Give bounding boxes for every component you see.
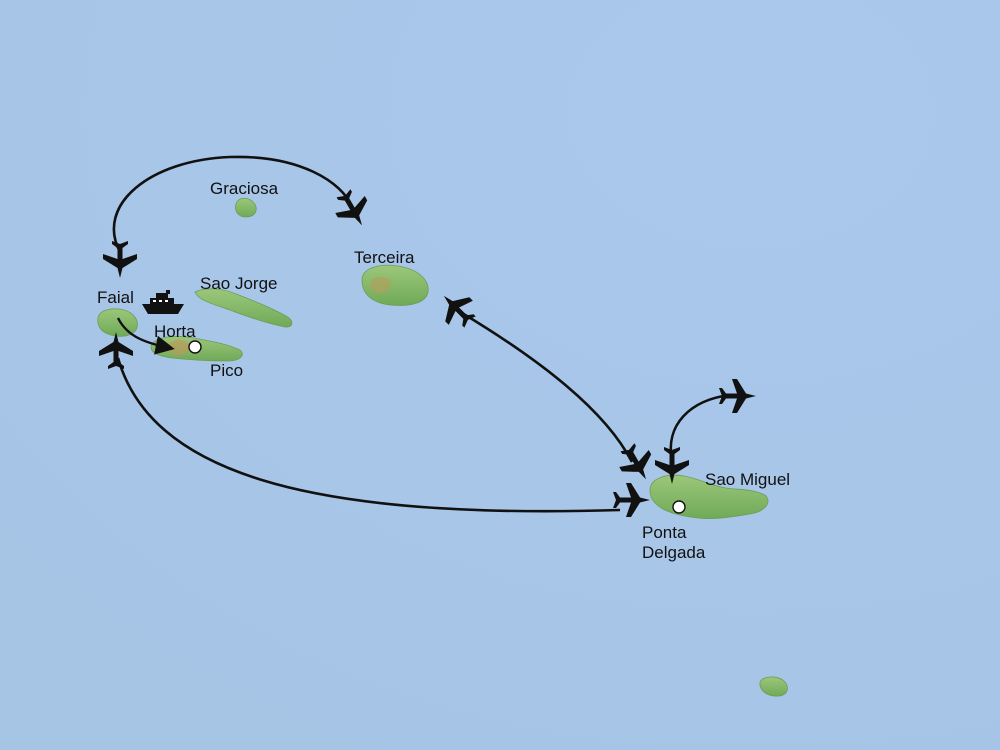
label-ponta-delgada-1: Ponta (642, 523, 687, 542)
route-faial-terceira (112, 155, 354, 253)
route-sao-miguel-departure (669, 393, 731, 461)
label-sao-miguel: Sao Miguel (705, 470, 791, 489)
island-graciosa (235, 197, 257, 218)
route-terceira-ponta-delgada (461, 311, 634, 463)
route-ferry-faial-pico (116, 317, 175, 355)
island-sao-jorge (194, 288, 293, 328)
ship-icon (142, 290, 184, 314)
label-terceira: Terceira (354, 248, 415, 267)
island-terceira (361, 264, 429, 306)
label-faial: Faial (97, 288, 134, 307)
terceira-highland (369, 276, 392, 294)
label-ponta-delgada-2: Delgada (642, 543, 706, 562)
label-horta: Horta (154, 322, 196, 341)
route-faial-ponta-delgada (116, 357, 621, 513)
island-faial (97, 308, 138, 337)
town-marker-ponta-delgada (672, 500, 686, 514)
label-graciosa: Graciosa (210, 179, 279, 198)
label-sao-jorge: Sao Jorge (200, 274, 278, 293)
town-marker-horta (188, 340, 202, 354)
label-pico: Pico (210, 361, 244, 380)
island-santa-maria (759, 676, 788, 697)
